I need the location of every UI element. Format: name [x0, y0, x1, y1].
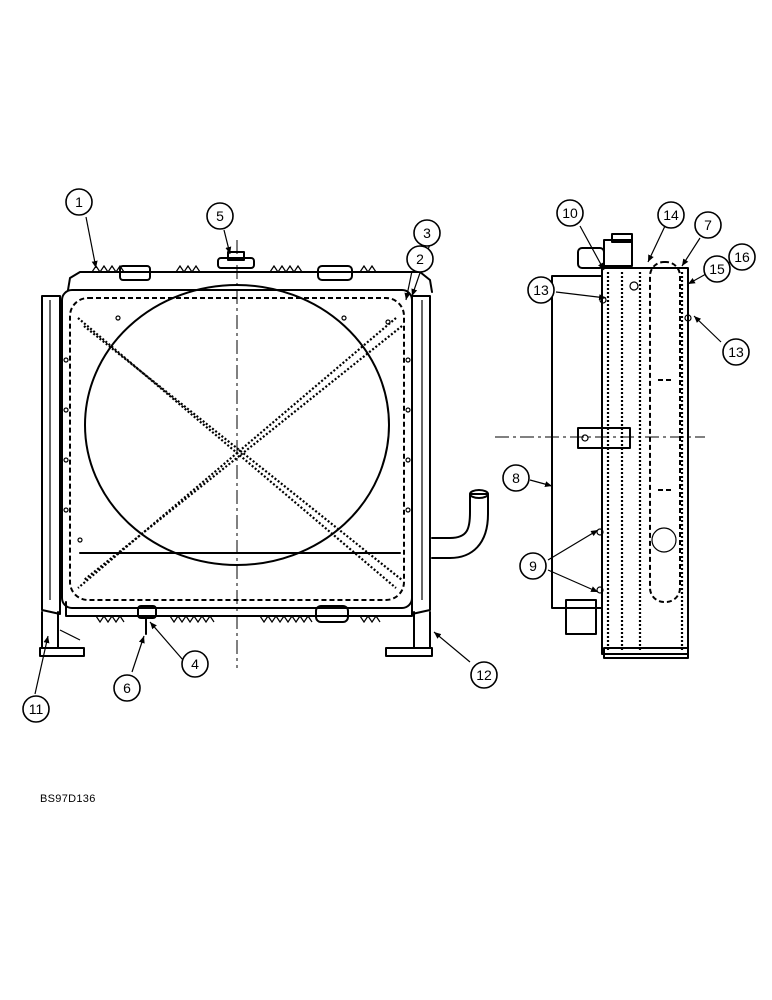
svg-text:14: 14 — [663, 207, 679, 223]
callout-13-right: 13 — [722, 338, 750, 366]
callout-11: 11 — [22, 695, 50, 723]
svg-text:9: 9 — [529, 558, 537, 574]
callout-15: 15 — [703, 255, 731, 283]
callout-1: 1 — [65, 188, 93, 216]
callout-10: 10 — [556, 199, 584, 227]
leader-lines — [34, 216, 731, 695]
callout-14: 14 — [657, 201, 685, 229]
svg-text:3: 3 — [423, 225, 431, 241]
callout-6: 6 — [113, 674, 141, 702]
svg-text:4: 4 — [191, 656, 199, 672]
callout-9: 9 — [519, 552, 547, 580]
outlet-pipe — [431, 493, 489, 559]
callout-8: 8 — [502, 464, 530, 492]
svg-text:10: 10 — [562, 205, 578, 221]
radiator-front-view — [39, 240, 489, 668]
svg-text:16: 16 — [734, 249, 750, 265]
callout-3: 3 — [413, 219, 441, 247]
callout-4: 4 — [181, 650, 209, 678]
callout-5: 5 — [206, 202, 234, 230]
svg-text:12: 12 — [476, 667, 492, 683]
callout-2: 2 — [406, 245, 434, 273]
svg-text:2: 2 — [416, 251, 424, 267]
svg-text:5: 5 — [216, 208, 224, 224]
reserve-tank — [649, 261, 681, 603]
svg-text:7: 7 — [704, 217, 712, 233]
filler-cap — [217, 257, 255, 269]
right-mounting-bracket — [413, 611, 431, 649]
svg-text:6: 6 — [123, 680, 131, 696]
callout-7: 7 — [694, 211, 722, 239]
bolt-holes — [63, 315, 411, 543]
left-mounting-bracket — [41, 611, 59, 649]
callout-12: 12 — [470, 661, 498, 689]
svg-text:11: 11 — [29, 701, 44, 717]
radiator-side-view — [495, 233, 705, 659]
svg-text:15: 15 — [709, 261, 725, 277]
callout-13-left: 13 — [527, 276, 555, 304]
svg-text:13: 13 — [533, 282, 549, 298]
svg-text:8: 8 — [512, 470, 520, 486]
svg-text:13: 13 — [728, 344, 744, 360]
svg-text:1: 1 — [75, 194, 83, 210]
callout-16: 16 — [728, 243, 756, 271]
drawing-code: BS97D136 — [40, 793, 96, 805]
